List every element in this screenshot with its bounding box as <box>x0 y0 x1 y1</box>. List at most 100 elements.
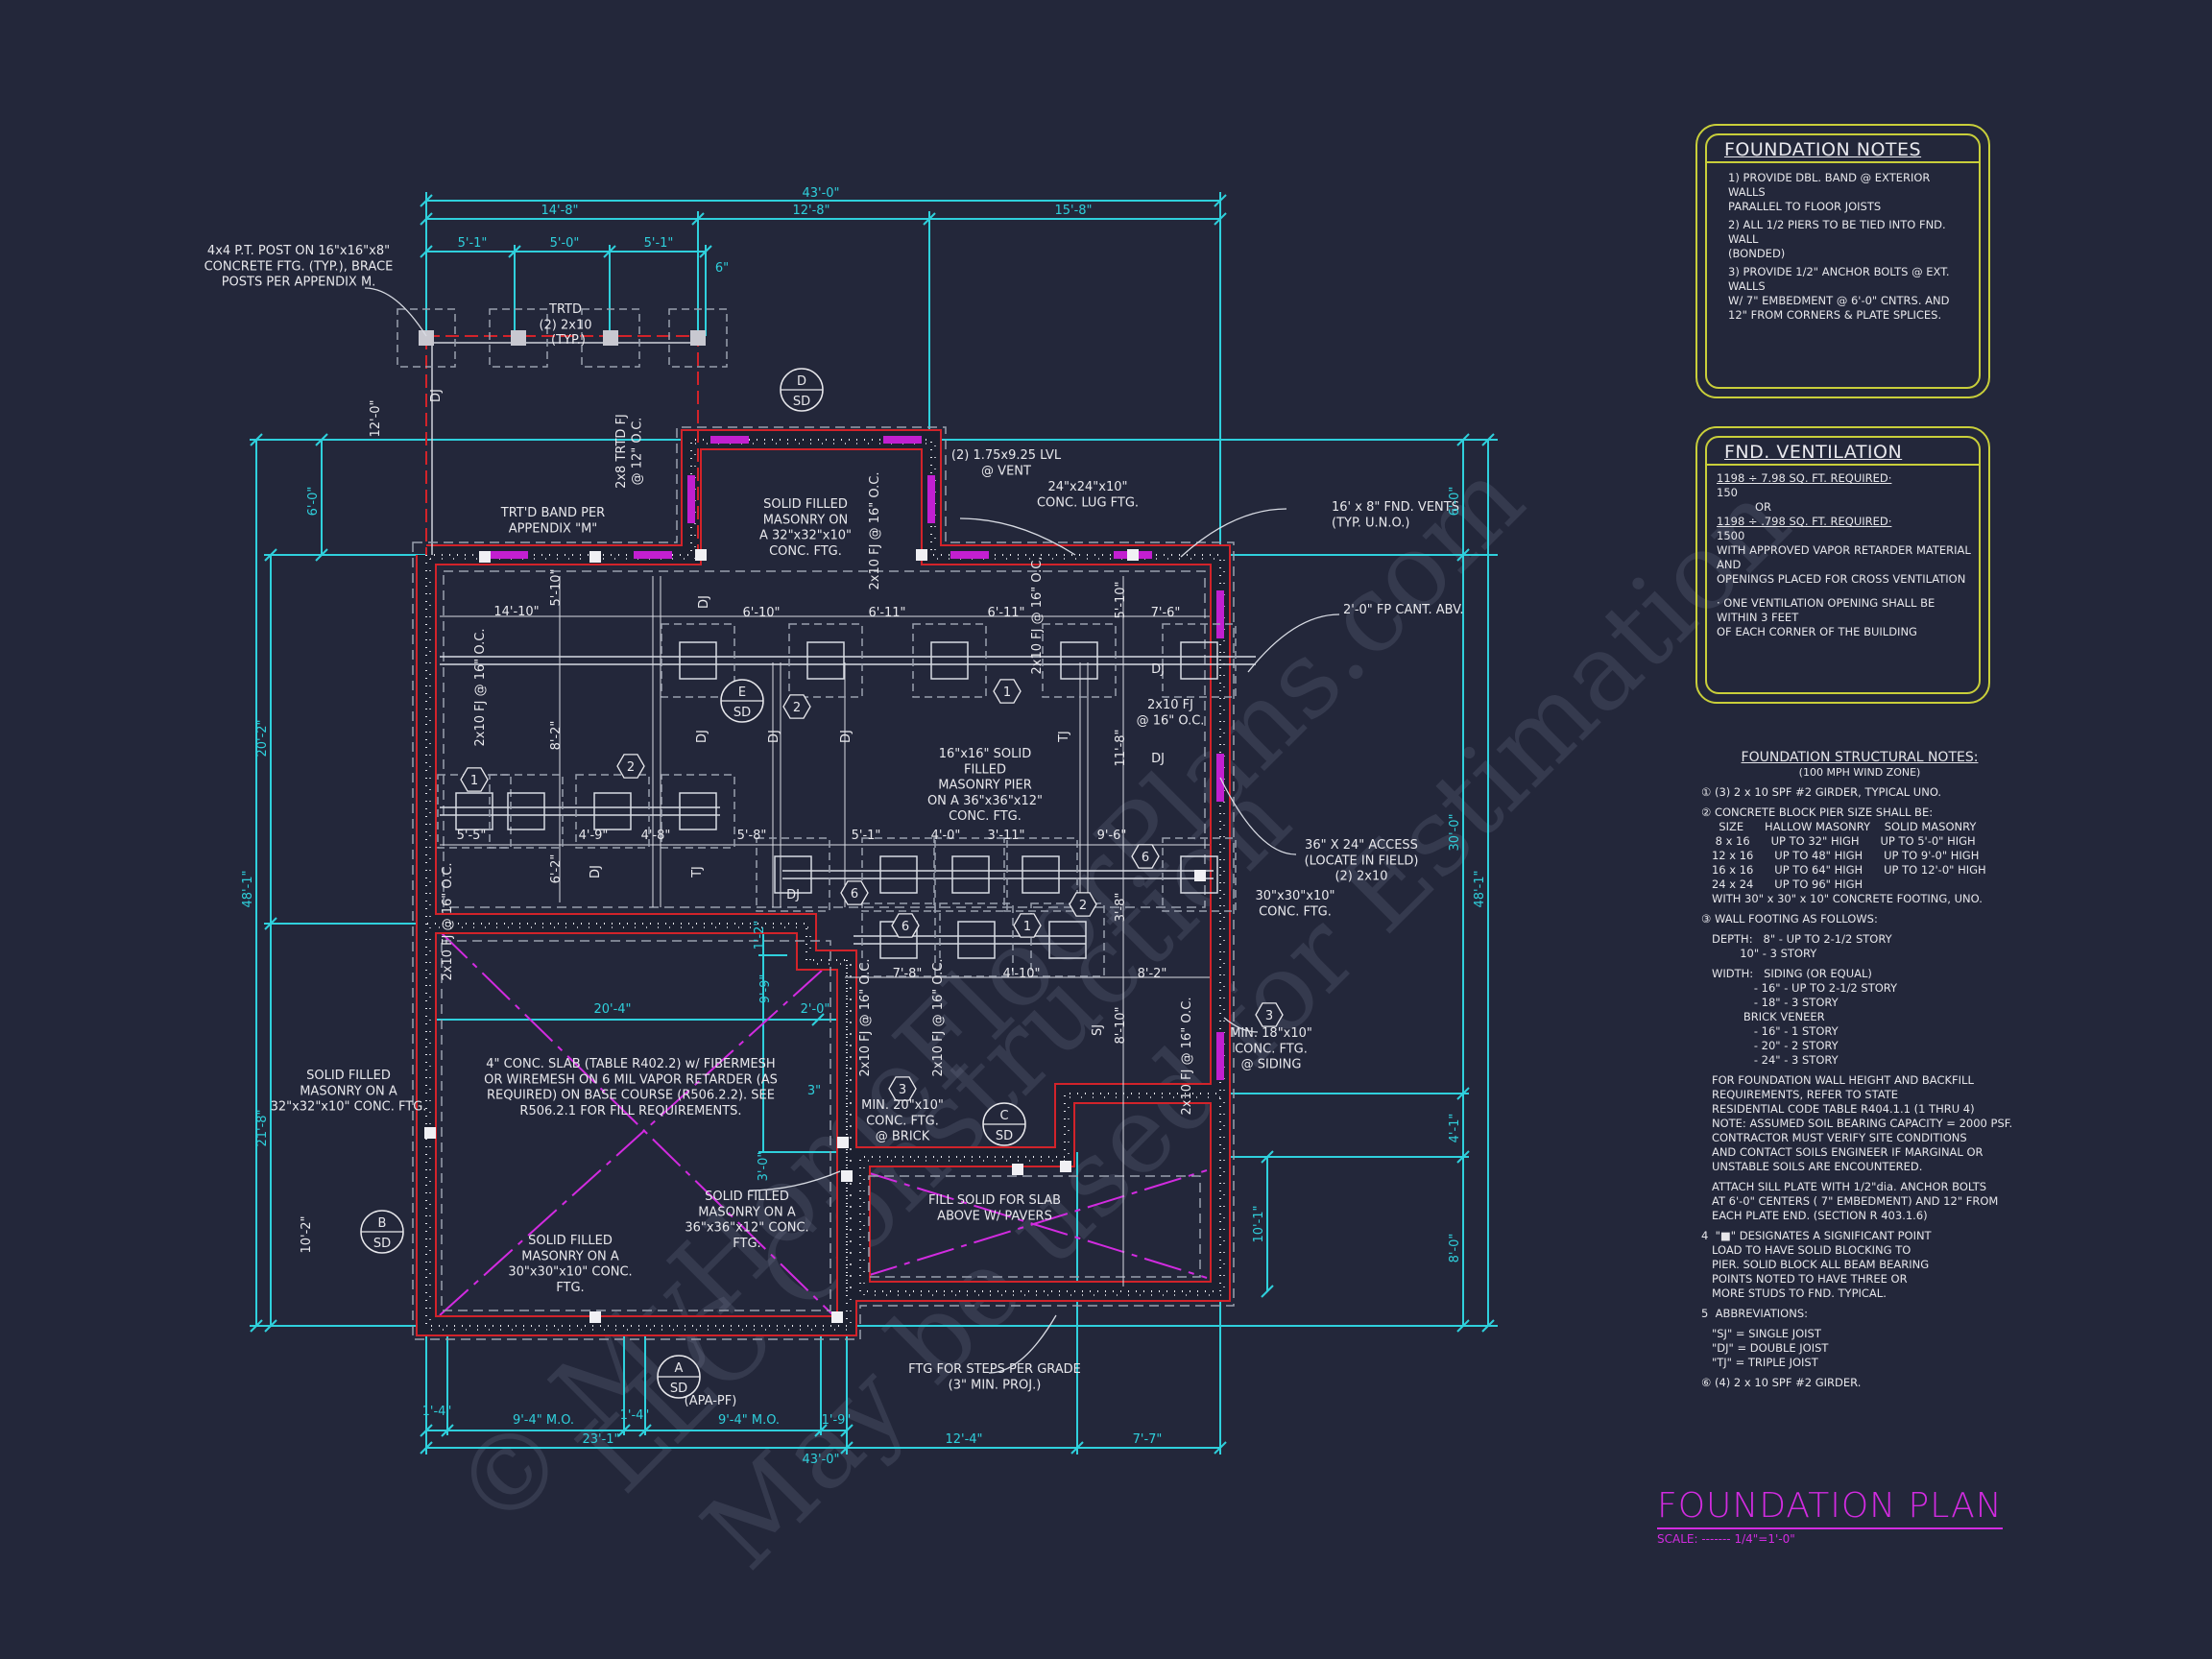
structural-note: ③ WALL FOOTING AS FOLLOWS: <box>1701 912 1878 926</box>
dimension-label: 23'-1" <box>582 1432 619 1447</box>
dimension-tick <box>814 1424 828 1437</box>
pier-footing <box>661 623 735 698</box>
label-line: 16"x16" SOLID <box>939 747 1031 761</box>
label-line: CONC. FTG. <box>1259 904 1332 919</box>
dimension-tick <box>250 1319 263 1333</box>
leader-line <box>748 1170 841 1191</box>
dimension-tick <box>264 548 277 562</box>
title-block: FOUNDATION PLAN SCALE: ------- 1/4"=1'-0… <box>1657 1486 2003 1546</box>
post <box>511 330 526 346</box>
dimension-label: 14'-8" <box>541 204 578 218</box>
section-marker-label: D <box>797 374 806 389</box>
pier <box>951 855 990 894</box>
label-line: MASONRY ON A <box>521 1249 619 1263</box>
pier <box>774 855 812 894</box>
callout-trtd-fj: 2x8 TRTD FJ@ 12" O.C. <box>614 414 644 489</box>
vent-calc-2: 1198 ÷ .798 SQ. FT. REQUIRED· <box>1717 515 1892 528</box>
joist-label: DJ <box>1151 752 1165 766</box>
post <box>419 330 434 346</box>
dimension-tick <box>699 245 712 258</box>
dimension-label: 7'-7" <box>1133 1432 1163 1447</box>
dimension-label: 1'-4" <box>422 1405 452 1419</box>
foundation-vent <box>710 436 749 444</box>
dimension-tick <box>840 1424 854 1437</box>
hex-tag <box>840 880 869 905</box>
hex-tag-number: 1 <box>1023 920 1031 934</box>
interior-dimension: 10'-2" <box>300 1215 314 1253</box>
label-line: (TYP.) <box>551 333 586 348</box>
dimension-label: 1'-2" <box>753 921 767 950</box>
label-line: 4" CONC. SLAB (TABLE R402.2) w/ FIBERMES… <box>486 1057 775 1071</box>
structural-notes: FOUNDATION STRUCTURAL NOTES: (100 MPH WI… <box>1701 751 2018 1396</box>
joist-label: DJ <box>786 888 800 902</box>
pier-footing <box>661 774 735 849</box>
dimension-label: 6" <box>715 261 729 276</box>
leader-line <box>988 1314 1057 1374</box>
pier-footing <box>788 623 863 698</box>
pier <box>930 641 969 680</box>
hex-tag-number: 6 <box>851 887 858 902</box>
label-line: MIN. 20"x10" <box>861 1098 944 1113</box>
dimension-tick <box>1481 433 1495 446</box>
dimension-tick <box>441 1424 454 1437</box>
label-line: MASONRY ON A <box>698 1205 796 1219</box>
foundation-note: 3) PROVIDE 1/2" ANCHOR BOLTS @ EXT. WALL… <box>1728 265 1950 322</box>
section-marker-label: C <box>999 1109 1008 1123</box>
structural-note: WIDTH: SIDING (OR EQUAL) - 16" - UP TO 2… <box>1711 967 1898 1067</box>
foundation-vent <box>1216 1032 1224 1080</box>
interior-dimension: 4'-0" <box>931 829 961 843</box>
dimension-tick <box>638 1424 652 1437</box>
dimension-tick <box>923 212 936 226</box>
leader-line <box>1247 613 1340 673</box>
dimension-tick <box>603 245 616 258</box>
dimension-tick <box>508 245 521 258</box>
label-line: (LOCATE IN FIELD) <box>1305 854 1419 868</box>
label-line: (2) 2x10 <box>1334 870 1387 884</box>
callout-ftg30: 30"x30"x10"CONC. FTG. <box>1256 889 1335 919</box>
interior-dimension: 5'-10" <box>1114 581 1128 618</box>
label-line: POSTS PER APPENDIX M. <box>222 276 376 290</box>
label-line: 30"x30"x10" <box>1256 889 1335 903</box>
section-marker-label: SD <box>670 1382 687 1396</box>
pier <box>806 641 845 680</box>
label-line: (3" MIN. PROJ.) <box>949 1378 1042 1392</box>
section-marker-label: SD <box>996 1129 1013 1143</box>
point-load-marker <box>1060 1161 1071 1172</box>
dimension-tick <box>420 245 433 258</box>
hex-tag <box>460 767 489 792</box>
label-line: 2x8 TRTD FJ <box>614 414 629 489</box>
leader-line <box>1219 777 1297 855</box>
post-footing <box>397 308 456 368</box>
point-load-marker <box>589 551 601 563</box>
joist-label: 2x10 FJ @ 16" O.C. <box>1180 998 1194 1116</box>
structural-notes-subtitle: (100 MPH WIND ZONE) <box>1798 766 1921 779</box>
pier <box>507 792 545 830</box>
section-marker-label: B <box>378 1216 387 1231</box>
pier-footing <box>575 774 650 849</box>
label-line: ABOVE W/ PAVERS <box>937 1209 1052 1223</box>
structural-note: FOR FOUNDATION WALL HEIGHT AND BACKFILL … <box>1711 1073 2013 1173</box>
callout-access: 36" X 24" ACCESS(LOCATE IN FIELD)(2) 2x1… <box>1305 838 1419 884</box>
joist-label: TJ <box>690 866 705 878</box>
dimension-tick <box>1261 1285 1274 1298</box>
label-line: (APA-PF) <box>685 1394 737 1408</box>
dimension-label: 9'-4" M.O. <box>718 1413 780 1428</box>
label-line: (2) 2x10 <box>539 318 591 332</box>
label-line: SOLID FILLED <box>763 497 848 512</box>
foundation-vent <box>634 551 672 559</box>
pier-footing <box>1042 623 1117 698</box>
label-line: @ BRICK <box>876 1130 930 1144</box>
joist-label: DJ <box>429 389 444 402</box>
hex-tag-number: 2 <box>627 760 635 775</box>
callout-fj-h: 2x10 FJ@ 16" O.C. <box>1137 698 1205 728</box>
footing-outline <box>412 426 1235 1340</box>
hex-tag <box>891 913 920 938</box>
leader-line <box>959 517 1076 556</box>
pier <box>455 792 493 830</box>
dimension-tick <box>264 1319 277 1333</box>
pier <box>679 641 717 680</box>
